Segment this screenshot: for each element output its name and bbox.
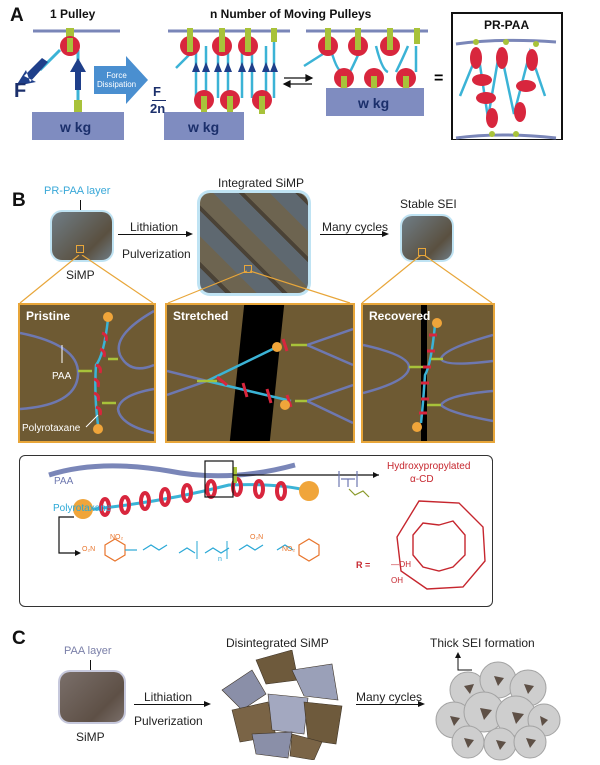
stopper-left	[73, 499, 93, 519]
cd-rings	[99, 477, 287, 517]
panel-b-letter: B	[12, 190, 26, 211]
chain-right-no2: O₂N	[250, 534, 264, 541]
integrated-simp-label: Integrated SiMP	[218, 176, 305, 190]
schematic-paa-label: PAA	[54, 476, 74, 487]
arrowhead	[204, 701, 211, 707]
step1-arrow-c	[134, 704, 208, 705]
stretched-network	[167, 327, 353, 425]
cd-label-1: Hydroxypropylated	[387, 461, 471, 472]
stable-sei-particle	[402, 216, 452, 260]
chain-repeat-n: n	[218, 556, 222, 563]
single-pulley-system	[16, 28, 124, 140]
many-cycles-label-b: Many cycles	[322, 220, 389, 234]
polyrotaxane-pointer-label: Polyrotaxane	[22, 423, 81, 434]
chain-left-group: O₂N	[82, 546, 96, 553]
thick-sei-label: Thick SEI formation	[430, 636, 535, 650]
arrowhead	[186, 231, 193, 237]
simp-particle-c	[60, 672, 124, 722]
clip	[66, 28, 74, 42]
force-label: F	[14, 80, 27, 102]
paa-layer-label: PAA layer	[64, 645, 112, 657]
healed-crack	[421, 305, 427, 441]
stable-sei-label: Stable SEI	[400, 197, 457, 211]
pulley-wheels	[180, 36, 272, 110]
lithiation-label-c: Lithiation	[144, 690, 193, 704]
zoom-lines	[19, 255, 493, 304]
paa-repeat-unit	[338, 471, 358, 487]
r-option-1: —OH	[391, 560, 411, 569]
layer-pointer-arrow	[90, 660, 91, 670]
panel-a-diagram	[16, 12, 563, 140]
layer-pointer-arrow	[80, 200, 81, 212]
tension-arrow	[70, 58, 86, 90]
stopper-right	[299, 481, 319, 501]
schematic-polyrotaxane-label: Polyrotaxane	[53, 503, 112, 514]
pristine-network	[20, 309, 154, 435]
force-arrow	[16, 58, 48, 86]
reduced-force-denominator: 2n	[150, 101, 166, 116]
simp-label: SiMP	[66, 268, 95, 282]
zoom-marker	[76, 245, 84, 253]
zoom-panel-stretched: Stretched	[165, 303, 355, 443]
zoom-panel-pristine: Pristine PAA Polyrotaxane	[18, 303, 156, 443]
stopper-chain-formula	[104, 538, 320, 562]
thick-sei-cluster	[435, 652, 561, 761]
pr-paa-layer-label: PR-PAA layer	[44, 185, 111, 197]
integrated-simp-particle	[200, 193, 308, 293]
zoom-panel-title: Stretched	[173, 309, 229, 323]
force-dissipation-label-1: Force	[106, 71, 127, 80]
weight-label-3: w kg	[358, 95, 390, 111]
weight-block	[32, 112, 124, 140]
step2-arrow-c	[356, 704, 422, 705]
highlight-box	[204, 460, 234, 498]
r-definition: R =	[356, 560, 371, 570]
zoom-marker	[418, 248, 426, 256]
arrowhead	[418, 701, 425, 707]
step2-arrow-b	[320, 234, 386, 235]
chain-left-no2: NO₂	[110, 534, 124, 541]
zoom-panel-recovered: Recovered	[361, 303, 495, 443]
lithiation-label-b: Lithiation	[130, 220, 179, 234]
equilibrium-arrows	[282, 74, 314, 88]
contracted-pulley-system	[303, 28, 428, 116]
arrowhead	[382, 231, 389, 237]
moving-pulleys-title: n Number of Moving Pulleys	[210, 7, 372, 21]
force-dissipation-label: Force Dissipation	[97, 71, 136, 89]
fraction-bar	[152, 100, 166, 101]
clip	[74, 100, 82, 114]
cd-label-2: α-CD	[410, 474, 434, 485]
paa-pointer-label: PAA	[52, 371, 72, 382]
paa-chain	[48, 462, 296, 479]
molecular-schematic	[48, 460, 486, 590]
one-pulley-title: 1 Pulley	[50, 7, 96, 21]
panel-a-letter: A	[10, 5, 24, 26]
multi-pulley-system	[164, 28, 290, 140]
weight-label-1: w kg	[60, 119, 92, 135]
pr-paa-box	[451, 12, 563, 140]
pulverization-label-c: Pulverization	[134, 714, 203, 728]
clip	[67, 38, 73, 52]
many-cycles-label-c: Many cycles	[356, 690, 423, 704]
disintegrated-simp-fragments	[221, 650, 343, 760]
equals-sign: =	[434, 70, 444, 87]
simp-label-c: SiMP	[76, 730, 105, 744]
force-dissipation-label-2: Dissipation	[97, 80, 137, 89]
reduced-force-numerator: F	[153, 84, 161, 99]
recovered-network	[363, 318, 493, 432]
zoom-panel-title: Recovered	[369, 309, 431, 323]
zoom-marker	[244, 265, 252, 273]
disintegrated-simp-label: Disintegrated SiMP	[226, 636, 329, 650]
panel-c-letter: C	[12, 628, 26, 649]
force-dissipation-arrow	[94, 56, 148, 104]
r-option-2: OH	[391, 576, 403, 585]
step1-arrow-b	[118, 234, 190, 235]
pr-paa-title: PR-PAA	[484, 18, 530, 32]
cyclodextrin-structure	[396, 500, 486, 590]
pulverization-label-b: Pulverization	[122, 247, 191, 261]
chain-right-group: NO₂	[282, 546, 296, 553]
zoom-panel-title: Pristine	[26, 309, 71, 323]
weight-label-2: w kg	[188, 119, 220, 135]
molecular-schematic-box	[19, 455, 493, 607]
